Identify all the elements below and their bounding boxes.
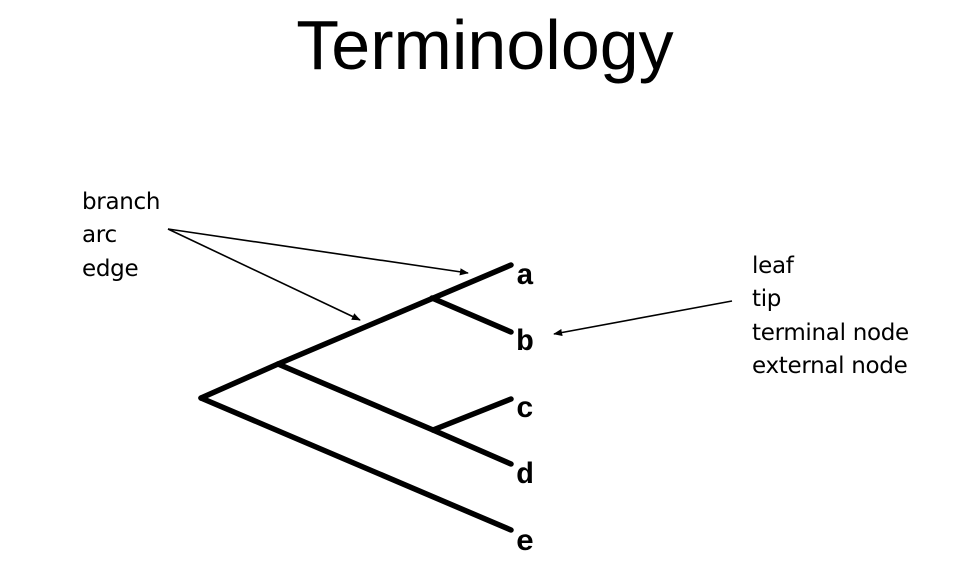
tree-edge-ab-b [429, 295, 514, 335]
tree-edge-root-ab [198, 361, 281, 401]
leaf-term: terminal node [752, 319, 909, 346]
pointer-arrow-to-internal-edge [167, 228, 361, 321]
branch-term: edge [82, 255, 139, 282]
pointer-arrow-to-edge-a [167, 228, 469, 276]
leaf-label-c: c [516, 393, 534, 427]
leaf-term: external node [752, 352, 908, 379]
leaf-label-e: e [516, 526, 534, 560]
pointer-arrow-to-leaf-b [553, 300, 733, 337]
leaf-label-d: d [516, 459, 534, 493]
tree-edge-cd-d [430, 427, 514, 467]
tree-edge-root-e [198, 395, 514, 533]
leaf-label-b: b [516, 326, 534, 360]
tree-edge-ab-a [275, 262, 514, 367]
slide-title: Terminology [296, 6, 674, 84]
branch-term: arc [82, 222, 117, 249]
tree-edge-cd-stem [275, 361, 436, 433]
leaf-label-a: a [516, 260, 534, 294]
leaf-term: tip [752, 286, 782, 313]
branch-terms-list: branch arc edge [82, 186, 160, 286]
leaf-terms-list: leaf tip terminal node external node [752, 250, 909, 383]
branch-term: branch [82, 189, 161, 215]
leaf-term: leaf [752, 253, 794, 279]
tree-edge-cd-c [430, 396, 514, 433]
